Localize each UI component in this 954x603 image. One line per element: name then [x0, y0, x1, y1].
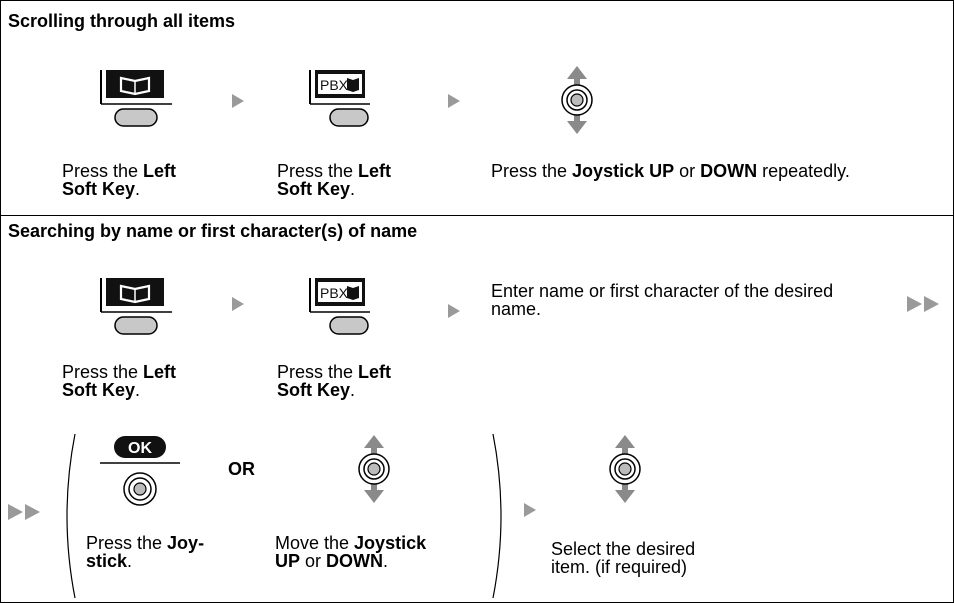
- arrow-right-icon: [524, 503, 536, 517]
- arrow-right-icon: [232, 94, 244, 108]
- pbx-key-text: PBX: [320, 77, 349, 93]
- enter-name-caption: Enter name or first character of the des…: [491, 281, 834, 319]
- step-caption: Press the Left Soft Key.: [62, 161, 177, 199]
- or-label: OR: [228, 459, 255, 479]
- step-caption: Press the Joystick UP or DOWN repeatedly…: [491, 161, 850, 181]
- section-title-searching: Searching by name or first character(s) …: [8, 221, 418, 241]
- left-soft-key-phonebook-icon: [100, 278, 172, 335]
- section-title-scrolling: Scrolling through all items: [8, 11, 236, 31]
- joystick-up-down-icon: [358, 435, 390, 503]
- group-parenthesis-right-icon: [492, 433, 502, 599]
- arrow-right-icon: [448, 304, 460, 318]
- step-caption: Press the Left Soft Key.: [62, 362, 177, 400]
- ok-joystick-press-icon: OK: [100, 436, 180, 506]
- step-caption: Press the Left Soft Key.: [277, 362, 392, 400]
- continue-double-arrow-icon: [8, 504, 40, 520]
- pbx-key-text: PBX: [320, 285, 349, 301]
- arrow-right-icon: [232, 297, 244, 311]
- step-caption: Move the Joystick UP or DOWN.: [275, 533, 427, 571]
- arrow-right-icon: [448, 94, 460, 108]
- step-caption: Press the Left Soft Key.: [277, 161, 392, 199]
- step-caption: Press the Joy- stick.: [86, 533, 205, 571]
- continue-double-arrow-icon: [907, 296, 939, 312]
- joystick-up-down-icon: [609, 435, 641, 503]
- ok-label: OK: [128, 440, 152, 457]
- section-divider: [0, 215, 954, 216]
- left-soft-key-phonebook-icon: [100, 70, 172, 127]
- joystick-up-down-icon: [561, 66, 593, 134]
- group-parenthesis-left-icon: [66, 433, 76, 599]
- left-soft-key-pbx-phonebook-icon: PBX: [309, 278, 370, 335]
- left-soft-key-pbx-phonebook-icon: PBX: [309, 70, 370, 127]
